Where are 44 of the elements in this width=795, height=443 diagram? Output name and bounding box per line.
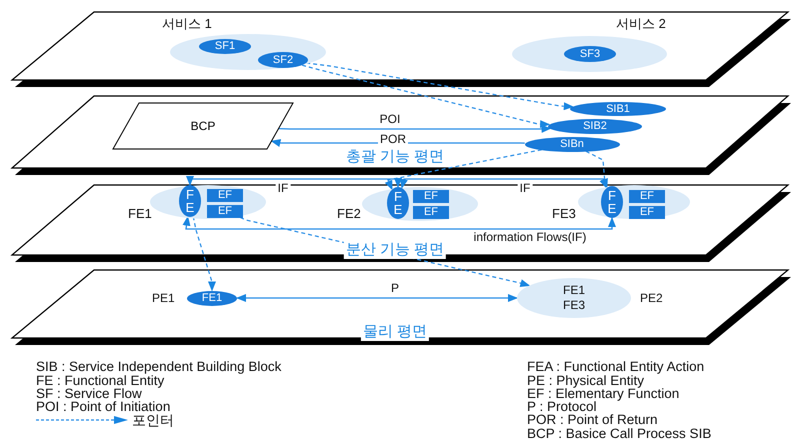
- entity-heading: FE2: [337, 206, 361, 221]
- entity-heading: 서비스 1: [162, 15, 212, 33]
- abbreviation-note: EF : Elementary Function: [527, 387, 680, 400]
- function-box: EF: [629, 206, 665, 218]
- edge-label: information Flows(IF): [472, 231, 588, 244]
- entity-heading: 서비스 2: [616, 15, 666, 33]
- arrow: [384, 149, 542, 190]
- arrow: [400, 178, 608, 189]
- abbreviation-note: P : Protocol: [527, 400, 597, 413]
- arrow: [192, 216, 216, 292]
- function-box: EF: [413, 206, 449, 218]
- arrow: [302, 64, 550, 128]
- arrow: [236, 294, 518, 302]
- entity-heading: FE1: [128, 206, 152, 221]
- function-box: EF: [207, 204, 243, 218]
- arrow: [586, 150, 608, 190]
- plane-title: 물리 평면: [360, 322, 430, 341]
- arrow: [278, 124, 552, 133]
- edge-label: POI: [378, 113, 402, 126]
- edge-label: P: [389, 282, 401, 295]
- arrow: [182, 216, 616, 230]
- edge-label: IF: [518, 182, 532, 195]
- plane-title: 분산 기능 평면: [344, 240, 446, 259]
- arrow: [270, 139, 525, 147]
- edge-label: POR: [378, 133, 408, 146]
- entity-label: PE1: [152, 291, 175, 305]
- function-box: EF: [629, 190, 665, 202]
- abbreviation-note: SIB : Service Independent Building Block: [36, 360, 282, 373]
- entity-label: PE2: [640, 291, 663, 305]
- legend-text: 포인터: [132, 412, 174, 430]
- function-box: EF: [413, 190, 449, 202]
- abbreviation-note: POI : Point of Initiation: [36, 400, 170, 413]
- arrow: [186, 176, 402, 188]
- process-parallelogram: BCP: [113, 103, 293, 149]
- entity-heading: FE3: [552, 206, 576, 221]
- abbreviation-note: POR : Point of Return: [527, 413, 658, 426]
- abbreviation-note: FEA : Functional Entity Action: [527, 360, 704, 373]
- abbreviation-note: SF : Service Flow: [36, 387, 142, 400]
- edge-label: IF: [276, 182, 290, 195]
- abbreviation-note: BCP : Basice Call Process SIB: [527, 427, 712, 440]
- abbreviation-note: PE : Physical Entity: [527, 374, 644, 387]
- arrow: [306, 62, 574, 110]
- abbreviation-note: FE : Functional Entity: [36, 374, 164, 387]
- function-box: EF: [207, 188, 243, 202]
